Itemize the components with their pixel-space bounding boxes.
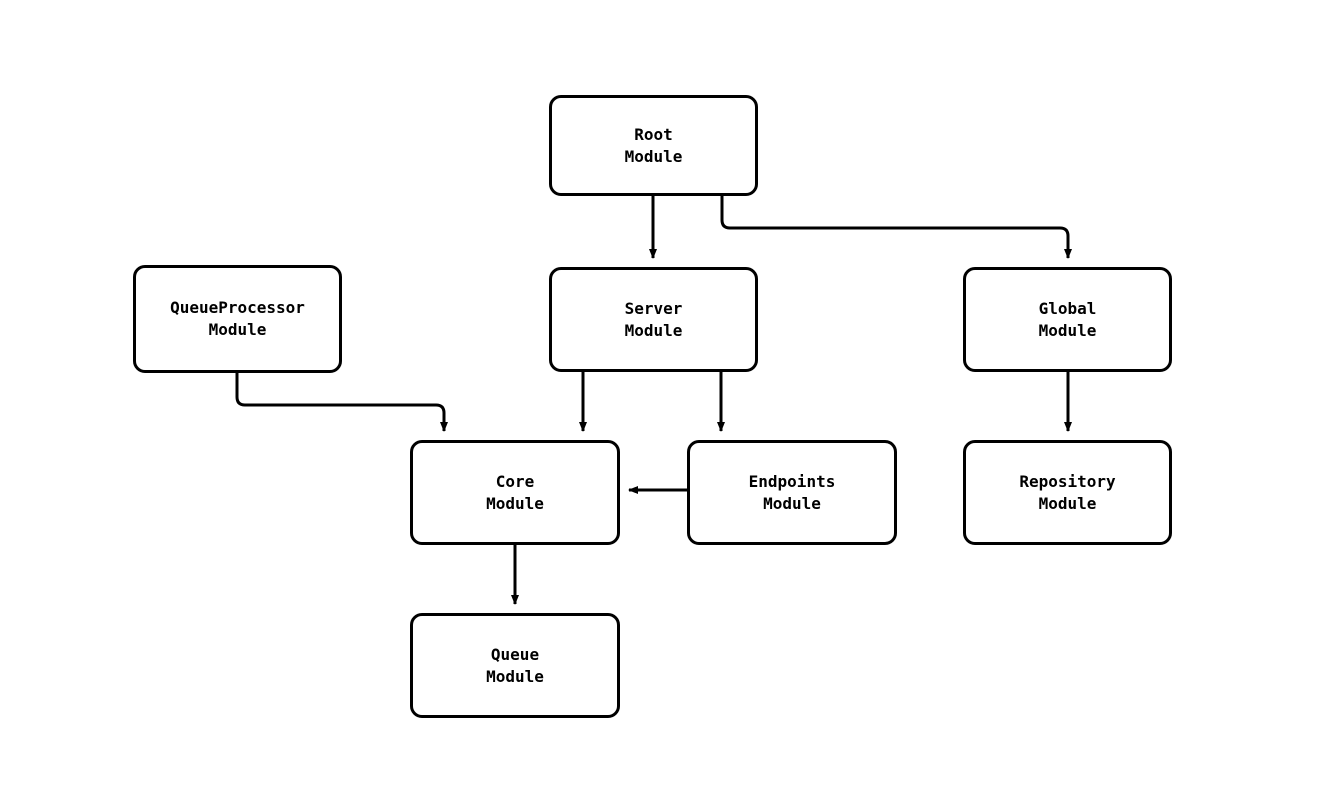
node-root-module-line1: Root — [634, 124, 673, 144]
node-repository-module[interactable]: Repository Module — [963, 440, 1172, 545]
node-queueprocessor-module-line2: Module — [208, 320, 267, 339]
node-server-module[interactable]: Server Module — [549, 267, 758, 372]
node-endpoints-module-line1: Endpoints — [748, 471, 836, 491]
node-queue-module-line1: Queue — [490, 644, 540, 664]
node-endpoints-module-line2: Module — [763, 493, 821, 513]
node-core-module-line1: Core — [495, 471, 535, 491]
edge-root-to-global — [720, 196, 1072, 259]
node-queueprocessor-module-line1: QueueProcessor — [170, 298, 305, 317]
node-global-module-line2: Module — [1038, 320, 1097, 340]
node-repository-module-line1: Repository — [1019, 471, 1116, 491]
node-global-module[interactable]: Global Module — [963, 267, 1172, 372]
node-queue-module[interactable]: Queue Module — [410, 613, 620, 718]
edge-queueprocessor-to-core — [235, 373, 448, 432]
node-root-module-line2: Module — [624, 146, 683, 166]
node-core-module[interactable]: Core Module — [410, 440, 620, 545]
node-repository-module-line2: Module — [1038, 493, 1097, 513]
node-queueprocessor-module[interactable]: QueueProcessor Module — [133, 265, 342, 373]
node-endpoints-module[interactable]: Endpoints Module — [687, 440, 897, 545]
node-core-module-line2: Module — [486, 493, 544, 513]
node-global-module-line1: Global — [1038, 298, 1097, 318]
node-root-module[interactable]: Root Module — [549, 95, 758, 196]
node-server-module-line2: Module — [624, 320, 683, 340]
node-server-module-line1: Server — [624, 298, 683, 318]
node-queue-module-line2: Module — [486, 666, 544, 686]
